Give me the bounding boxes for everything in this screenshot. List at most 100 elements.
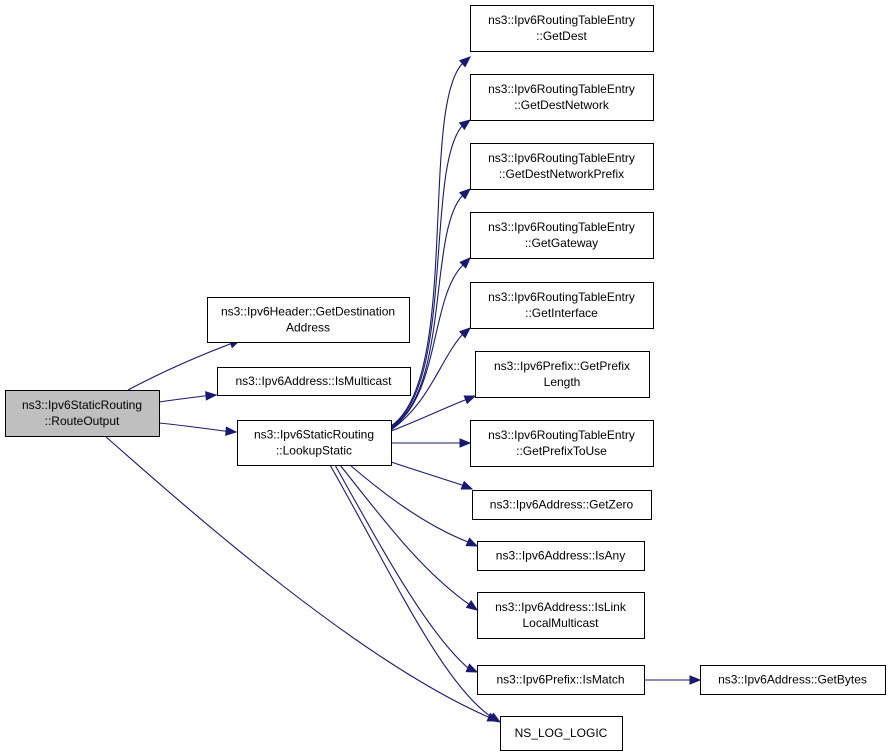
node-get-prefix-to-use[interactable]: ns3::Ipv6RoutingTableEntry::GetPrefixToU… [470,420,654,467]
call-edge-lookup-static-to-get-zero [390,461,474,490]
node-route-output[interactable]: ns3::Ipv6StaticRouting::RouteOutput [5,390,160,437]
node-box[interactable] [475,351,650,398]
edge-line [158,422,225,432]
call-edge-lookup-static-to-get-gateway [390,257,471,430]
edge-line [390,334,463,431]
edge-line [390,461,463,486]
call-edge-lookup-static-to-get-dest-network-prefix [390,188,472,429]
node-label-line: ::GetGateway [525,236,598,250]
arrowhead-icon [463,395,477,405]
node-box[interactable] [700,665,886,695]
node-label-line: ::GetPrefixToUse [516,444,607,458]
call-edge-lookup-static-to-get-dest [390,56,472,427]
node-box[interactable] [470,143,654,190]
node-label-line: ns3::Ipv6Address::IsMulticast [235,374,392,388]
node-label-line: ns3::Ipv6RoutingTableEntry [488,82,635,96]
arrowhead-icon [205,391,218,401]
node-label-line: ns3::Ipv6Prefix::IsMatch [496,673,624,687]
node-box[interactable] [207,297,410,343]
edge-line [329,464,491,717]
node-label-line: ns3::Ipv6Prefix::GetPrefix [494,359,630,373]
node-label-line: ns3::Ipv6Address::IsAny [496,549,625,563]
call-edge-lookup-static-to-get-dest-network [390,119,472,428]
node-box[interactable] [477,665,645,695]
edge-line [104,435,487,717]
edge-line [334,464,469,669]
node-label-line: ns3::Ipv6RoutingTableEntry [488,428,635,442]
node-box[interactable] [477,541,645,571]
node-label-line: ns3::Ipv6RoutingTableEntry [488,13,635,27]
node-get-dest[interactable]: ns3::Ipv6RoutingTableEntry::GetDest [470,5,654,52]
node-box[interactable] [470,212,654,259]
node-label-line: ::GetInterface [525,306,598,320]
node-get-dest-network-prefix[interactable]: ns3::Ipv6RoutingTableEntry::GetDestNetwo… [470,143,654,190]
node-ns-log-logic[interactable]: NS_LOG_LOGIC [500,716,623,751]
call-edge-route-output-to-is-multicast [158,391,218,403]
arrowhead-icon [488,712,502,723]
edge-line [127,343,231,391]
call-edge-lookup-static-to-is-match [334,464,479,673]
node-label-line: ns3::Ipv6Header::GetDestination [221,305,395,319]
node-box[interactable] [470,5,654,52]
node-label-line: ns3::Ipv6StaticRouting [254,428,374,442]
edge-line [390,265,463,430]
node-box[interactable] [217,367,411,396]
node-label-line: ns3::Ipv6StaticRouting [22,398,142,412]
node-get-dest-network[interactable]: ns3::Ipv6RoutingTableEntry::GetDestNetwo… [470,74,654,121]
arrowhead-icon [225,426,238,436]
arrowhead-icon [460,480,474,490]
edge-line [158,395,205,403]
node-box[interactable] [237,420,392,466]
node-is-match[interactable]: ns3::Ipv6Prefix::IsMatch [477,665,645,695]
node-label-line: ns3::Ipv6RoutingTableEntry [488,290,635,304]
edge-line [390,195,463,429]
call-edge-is-match-to-get-bytes [644,675,702,685]
arrowhead-icon [465,537,479,547]
node-box[interactable] [470,74,654,121]
arrowhead-icon [465,600,479,611]
call-edge-lookup-static-to-is-any [349,464,479,547]
node-box[interactable] [500,716,623,751]
node-label-line: ::GetDestNetworkPrefix [499,167,624,181]
edge-line [390,125,463,428]
node-get-bytes[interactable]: ns3::Ipv6Address::GetBytes [700,665,886,695]
call-edge-lookup-static-to-ns-log-logic [329,464,502,723]
arrowhead-icon [458,327,472,339]
edge-line [390,399,466,432]
node-get-gateway[interactable]: ns3::Ipv6RoutingTableEntry::GetGateway [470,212,654,259]
edge-line [390,63,463,427]
arrowhead-icon [458,188,472,200]
node-label-line: ns3::Ipv6Address::IsLink [495,600,627,614]
node-label-line: ns3::Ipv6Address::GetBytes [718,673,867,687]
node-label-line: ns3::Ipv6Address::GetZero [490,498,634,512]
node-lookup-static[interactable]: ns3::Ipv6StaticRouting::LookupStatic [237,420,392,466]
arrowhead-icon [465,663,479,673]
node-box[interactable] [477,592,645,639]
arrowhead-icon [459,438,472,448]
edge-line [349,464,469,543]
node-box[interactable] [470,420,654,467]
node-label-line: ::LookupStatic [276,444,352,458]
node-box[interactable] [470,282,654,329]
call-edge-route-output-to-ns-log-logic [104,435,500,722]
call-edge-lookup-static-to-is-link-local-multicast [339,464,479,611]
node-box[interactable] [472,490,652,520]
function-nodes: ns3::Ipv6StaticRouting::RouteOutputns3::… [5,5,886,751]
node-get-interface[interactable]: ns3::Ipv6RoutingTableEntry::GetInterface [470,282,654,329]
edge-line [339,464,471,606]
node-label-line: NS_LOG_LOGIC [515,726,608,740]
arrowhead-icon [459,257,471,269]
node-box[interactable] [5,390,160,437]
node-get-zero[interactable]: ns3::Ipv6Address::GetZero [472,490,652,520]
node-label-line: Address [286,321,330,335]
arrowhead-icon [458,119,472,131]
call-edge-lookup-static-to-get-prefix-to-use [391,438,472,448]
node-is-multicast[interactable]: ns3::Ipv6Address::IsMulticast [217,367,411,396]
arrowhead-icon [458,56,472,68]
node-label-line: ::GetDestNetwork [514,98,610,112]
node-is-any[interactable]: ns3::Ipv6Address::IsAny [477,541,645,571]
